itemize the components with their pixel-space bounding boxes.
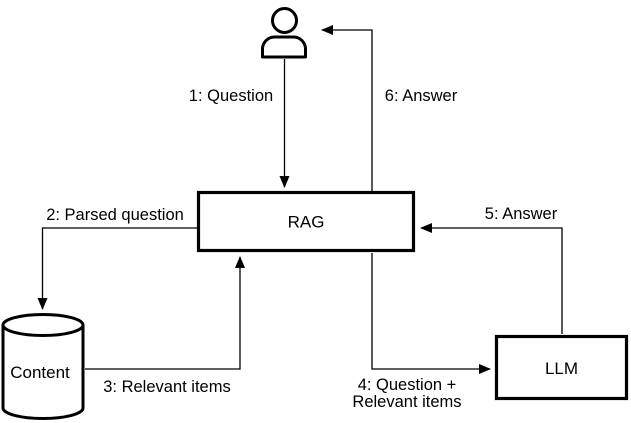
rag-node: RAG (196, 190, 416, 253)
edge-4-label-line1: 4: Question + (358, 376, 457, 394)
llm-node-label: LLM (545, 359, 578, 378)
edge-2-parsed-question-arrow (37, 227, 197, 310)
rag-node-label: RAG (288, 213, 325, 232)
content-cylinder-top (1, 313, 85, 337)
llm-node: LLM (494, 334, 629, 401)
edge-2-parsed-question-label: 2: Parsed question (46, 206, 184, 224)
person-head (271, 7, 298, 34)
edge-6-answer-arrow (321, 25, 373, 191)
content-node-label: Content (10, 363, 70, 382)
edge-4-question-relevant-items-arrow (371, 253, 491, 374)
edge-4-label-line2: Relevant items (352, 393, 461, 411)
content-node: Content (1, 313, 85, 420)
rag-node-box (196, 190, 416, 253)
person-icon (261, 7, 307, 59)
edge-5-answer-arrow (420, 223, 563, 334)
llm-node-box (494, 334, 629, 401)
edge-3-relevant-items-label: 3: Relevant items (103, 378, 230, 396)
edge-3-relevant-items-arrow (85, 256, 245, 370)
content-cylinder-body (1, 325, 85, 420)
edge-1-question-label: 1: Question (189, 87, 273, 105)
person-body (261, 35, 307, 59)
edge-6-answer-label: 6: Answer (385, 87, 458, 105)
edge-5-answer-label: 5: Answer (485, 205, 558, 223)
